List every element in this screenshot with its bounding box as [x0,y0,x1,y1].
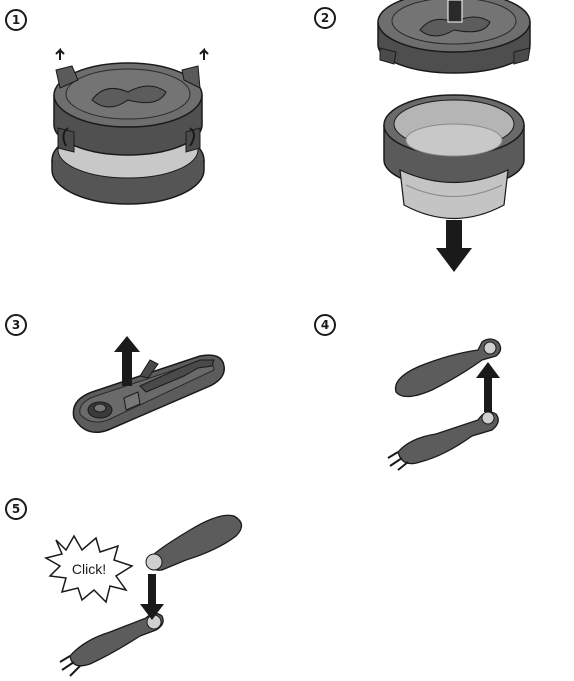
step-5-down-arrow [140,574,164,620]
step-5-fork [60,613,163,676]
step-2-collapsible-bowl [384,95,524,272]
step-5-spoon [146,515,242,570]
step-2-lid-removed [378,0,530,73]
click-callout-burst: Click! [46,536,132,602]
step-1-closed-container [52,50,208,204]
step-3-cutlery-tray [73,336,224,432]
click-callout-text: Click! [72,561,106,577]
